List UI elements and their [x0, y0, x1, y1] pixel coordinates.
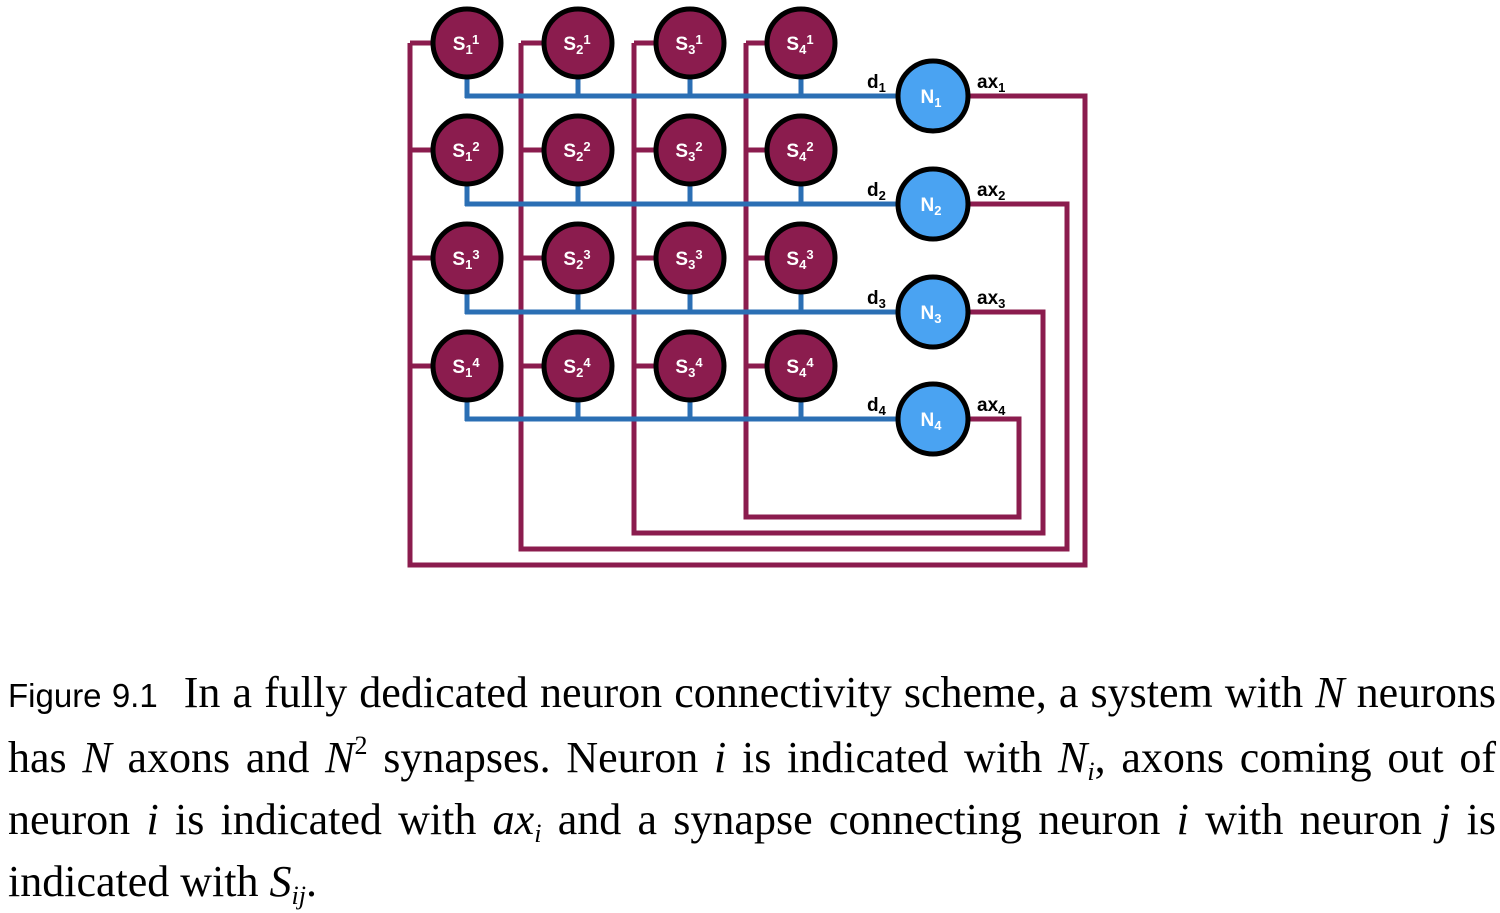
axon-wire-3 [631, 43, 1046, 536]
neuron-label: N1 [921, 87, 942, 110]
math-subscript-i: i [534, 819, 542, 848]
synapse-node-3-4: S34 [653, 329, 727, 403]
neuron-label: N3 [921, 303, 942, 326]
synapse-label: S14 [452, 355, 480, 380]
synapse-label: S22 [563, 139, 590, 164]
axon-label-4: ax4 [977, 395, 1006, 418]
math-N: N [82, 733, 112, 782]
synapse-node-4-3: S43 [764, 221, 838, 295]
caption-text: neurons has [8, 668, 1496, 782]
synapse-node-4-1: S41 [764, 6, 838, 80]
synapse-label: S44 [786, 355, 814, 380]
caption-text: is indicated with [8, 795, 1496, 906]
synapse-label: S13 [452, 247, 479, 272]
math-i: i [146, 795, 159, 844]
math-subscript-ij: ij [291, 881, 306, 910]
neuron-node-4: N4 [895, 381, 971, 457]
dendrite-label-4: d4 [867, 395, 887, 418]
math-i: i [1176, 795, 1189, 844]
synapse-node-4-2: S42 [764, 113, 838, 187]
synapse-label: S33 [675, 247, 702, 272]
math-S: S [269, 857, 292, 906]
axon-wires [407, 40, 1088, 568]
synapse-node-1-3: S13 [430, 221, 504, 295]
synapse-node-2-3: S23 [541, 221, 615, 295]
axon-label-3: ax3 [977, 288, 1005, 311]
math-N: N [1315, 668, 1345, 717]
axon-label-2: ax2 [977, 180, 1005, 203]
synapse-label: S42 [786, 139, 813, 164]
figure-caption: Figure 9.1 In a fully dedicated neuron co… [8, 662, 1496, 913]
math-N: N [325, 733, 355, 782]
dendrite-label-1: d1 [867, 72, 886, 95]
synapse-label: S32 [675, 139, 702, 164]
caption-text: is indicated with [726, 733, 1058, 782]
synapse-node-3-1: S31 [653, 6, 727, 80]
synapse-label: S24 [563, 355, 591, 380]
caption-text: axons and [111, 733, 326, 782]
math-j: j [1438, 795, 1451, 844]
synapse-label: S21 [563, 32, 590, 57]
neuron-node-2: N2 [895, 166, 971, 242]
neuron-label: N2 [921, 195, 942, 218]
axon-wire-1 [407, 43, 1088, 568]
math-superscript: 2 [354, 731, 368, 760]
axon-label-1: ax1 [977, 72, 1005, 95]
neuron-label: N4 [921, 410, 943, 433]
synapse-node-4-4: S44 [764, 329, 838, 403]
math-ax: ax [492, 795, 535, 844]
axon-wire-2 [518, 43, 1070, 552]
math-subscript-i: i [1087, 757, 1095, 786]
math-N: N [1058, 733, 1088, 782]
synapse-label: S34 [675, 355, 703, 380]
synapse-node-1-4: S14 [430, 329, 504, 403]
synapse-label: S43 [786, 247, 813, 272]
caption-text: is indicated with [158, 795, 493, 844]
caption-text: and a synapse connecting neuron [541, 795, 1177, 844]
caption-text: In a fully dedicated neuron connectivity… [183, 668, 1316, 717]
axon-wire-4 [743, 43, 1022, 520]
synapse-label: S23 [563, 247, 590, 272]
caption-text: , axons coming out of neuron [8, 733, 1496, 844]
synapse-node-2-1: S21 [541, 6, 615, 80]
synapse-node-1-2: S12 [430, 113, 504, 187]
synapse-label: S31 [675, 32, 702, 57]
synapse-node-2-4: S24 [541, 329, 615, 403]
dendrite-label-2: d2 [867, 180, 886, 203]
dendrite-label-3: d3 [867, 288, 886, 311]
synapse-node-3-3: S33 [653, 221, 727, 295]
synapse-node-2-2: S22 [541, 113, 615, 187]
dendrite-wires [464, 77, 898, 422]
wire-labels: d1 d2 d3 d4 ax1 ax2 ax3 ax4 [867, 72, 1006, 418]
synapse-node-1-1: S11 [430, 6, 504, 80]
neuron-node-3: N3 [895, 274, 971, 350]
synapse-node-3-2: S32 [653, 113, 727, 187]
synapse-label: S11 [453, 32, 479, 57]
synapse-label: S41 [786, 32, 813, 57]
synapse-label: S12 [452, 139, 479, 164]
math-i: i [714, 733, 727, 782]
neuron-node-1: N1 [895, 58, 971, 134]
caption-text: . [305, 857, 317, 906]
caption-text: synapses. Neuron [367, 733, 715, 782]
caption-text: with neuron [1188, 795, 1439, 844]
figure-label: Figure 9.1 [8, 677, 158, 714]
